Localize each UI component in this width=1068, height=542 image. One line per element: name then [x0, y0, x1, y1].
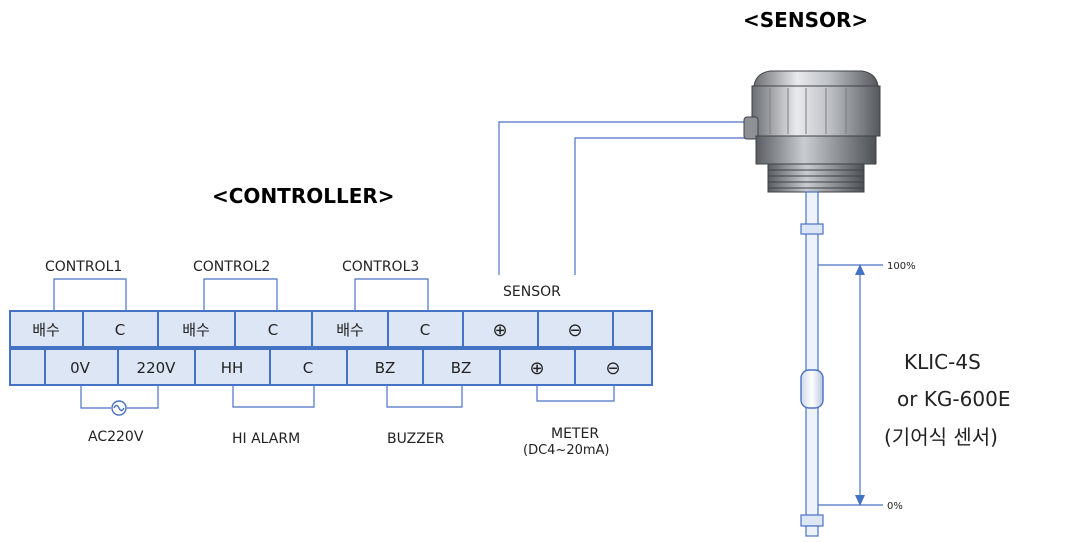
sensor-head	[743, 70, 881, 193]
controller-title: <CONTROLLER>	[212, 184, 395, 208]
top-brackets	[53, 278, 429, 311]
upper-stopper	[800, 223, 824, 235]
level-markers	[818, 264, 883, 506]
sensor-probe	[800, 191, 824, 537]
model-line1: KLIC-4S	[904, 350, 981, 374]
sensor-title: <SENSOR>	[743, 8, 868, 32]
model-line3: (기어식 센서)	[884, 425, 998, 449]
terminal-top-c-3: C	[420, 321, 430, 339]
terminal-row-bottom-frame	[9, 348, 653, 386]
level-low-label: 0%	[887, 501, 903, 512]
level-high-label: 100%	[887, 261, 916, 272]
terminal-bottom-hh: HH	[221, 359, 244, 377]
float	[800, 369, 824, 409]
terminal-row-top: 배수 C 배수 C 배수 C ⊕ ⊖	[9, 310, 653, 348]
terminal-bottom-meter-minus: ⊖	[605, 358, 620, 379]
terminal-top-drain-1: 배수	[32, 321, 60, 339]
terminal-top-c-1: C	[115, 321, 125, 339]
terminal-top-c-2: C	[268, 321, 278, 339]
terminal-row-bottom: 0V 220V HH C BZ BZ ⊕ ⊖	[9, 348, 653, 386]
model-line2: or KG-600E	[897, 387, 1010, 411]
hi-alarm-label: HI ALARM	[232, 431, 300, 447]
terminal-top-drain-3: 배수	[336, 321, 364, 339]
sensor-wires	[498, 121, 752, 275]
control1-label: CONTROL1	[45, 259, 122, 275]
terminal-bottom-220v: 220V	[137, 359, 177, 377]
lower-stopper	[800, 514, 824, 527]
bottom-brackets	[80, 385, 615, 409]
cable-gland	[743, 116, 759, 140]
control3-label: CONTROL3	[342, 259, 419, 275]
buzzer-label: BUZZER	[387, 431, 445, 447]
terminal-bottom-0v: 0V	[70, 359, 91, 377]
sensor-terminal-label: SENSOR	[503, 284, 561, 300]
terminal-top-sensor-plus: ⊕	[492, 320, 507, 341]
meter-label: METER	[551, 426, 599, 442]
terminal-bottom-c: C	[303, 359, 313, 377]
terminal-row-top-frame	[9, 310, 653, 348]
meter-range-label: (DC4~20mA)	[523, 443, 610, 458]
ac220v-label: AC220V	[88, 429, 144, 445]
terminal-bottom-bz-2: BZ	[451, 359, 472, 377]
terminal-bottom-bz-1: BZ	[375, 359, 396, 377]
terminal-top-drain-2: 배수	[182, 321, 210, 339]
terminal-top-sensor-minus: ⊖	[567, 320, 582, 341]
terminal-bottom-meter-plus: ⊕	[529, 358, 544, 379]
control2-label: CONTROL2	[193, 259, 270, 275]
ac-source-icon	[111, 400, 127, 416]
